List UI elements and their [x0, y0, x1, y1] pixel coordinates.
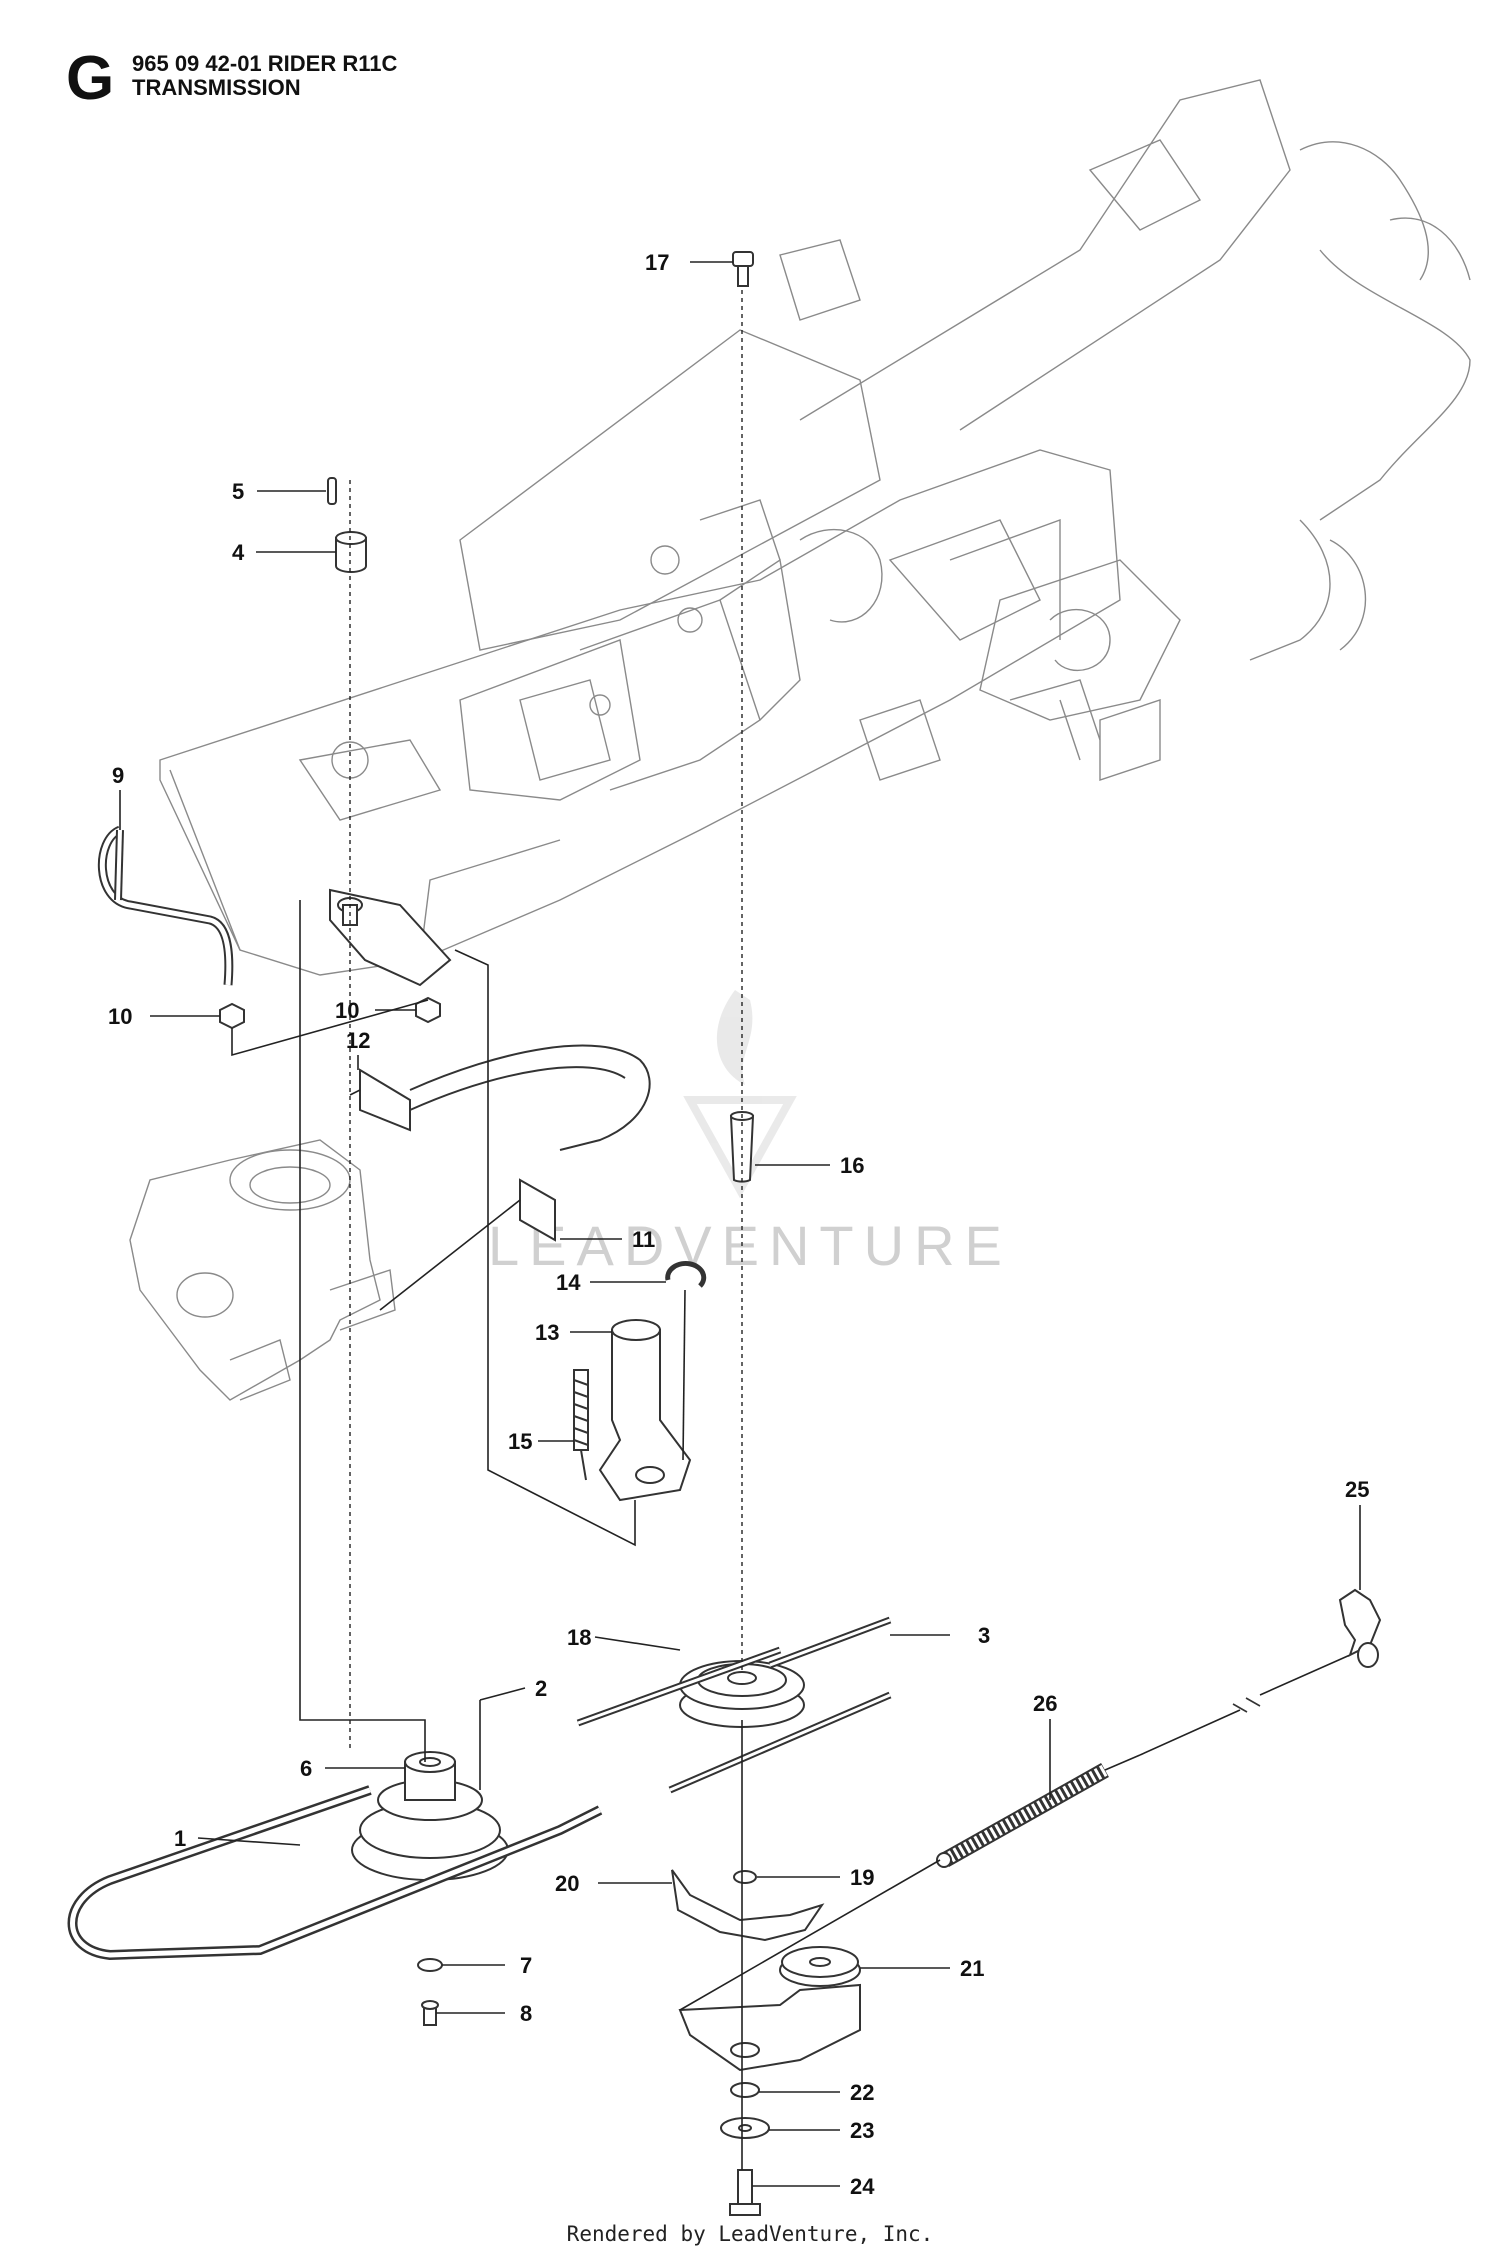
callout-26: 26	[1033, 1691, 1057, 1716]
link-line-11	[379, 1199, 521, 1311]
callout-1: 1	[174, 1826, 186, 1851]
link-line-10	[231, 999, 429, 1057]
part-25-cable-end	[1139, 1588, 1382, 1756]
part-7-washer	[417, 1958, 443, 1972]
callout-19: 19	[850, 1865, 874, 1890]
callout-15: 15	[508, 1429, 532, 1454]
part-24-bolt	[729, 2169, 761, 2216]
callout-10-right: 10	[335, 998, 359, 1023]
part-5-pin	[327, 477, 337, 505]
part-12-belt-guide	[359, 1044, 651, 1151]
callout-24: 24	[850, 2174, 875, 2199]
part-18-pulley	[679, 1660, 805, 1728]
part-8-screw	[421, 2000, 439, 2026]
link-line-14	[682, 1289, 686, 1461]
diagram-header: 965 09 42-01 RIDER R11C TRANSMISSION	[132, 52, 397, 100]
assembly-outline	[299, 900, 426, 1762]
part-1-belt-loop	[67, 1785, 603, 1961]
callout-2: 2	[535, 1676, 547, 1701]
model-line: 965 09 42-01 RIDER R11C	[132, 51, 398, 76]
watermark-text: LEADVENTURE	[488, 1214, 1012, 1277]
callout-9: 9	[112, 763, 124, 788]
part-15-spring	[573, 1369, 589, 1481]
transmission-housing	[129, 1139, 396, 1401]
callout-16: 16	[840, 1153, 864, 1178]
callout-13: 13	[535, 1320, 559, 1345]
callout-20: 20	[555, 1871, 579, 1896]
part-4-bushing	[335, 531, 367, 573]
callout-5: 5	[232, 479, 244, 504]
part-3-belt	[668, 1616, 892, 1794]
part-23-spacer	[720, 2117, 770, 2139]
chassis-frame	[159, 79, 1471, 976]
callout-21: 21	[960, 1956, 984, 1981]
callout-7: 7	[520, 1953, 532, 1978]
part-10-nut-left	[219, 1002, 245, 1030]
callout-14: 14	[556, 1270, 581, 1295]
callout-4: 4	[232, 540, 245, 565]
part-17-bolt	[732, 251, 754, 287]
watermark-logo	[683, 990, 797, 1199]
callout-17: 17	[645, 250, 669, 275]
part-19-washer	[733, 1870, 757, 1884]
callout-leaders	[119, 261, 1361, 2187]
part-14-eclip	[665, 1261, 707, 1288]
part-10-nut-right	[415, 996, 441, 1024]
assembly-outline-right	[454, 949, 636, 1547]
callout-11: 11	[632, 1227, 655, 1252]
callout-3: 3	[978, 1623, 990, 1648]
callout-12: 12	[346, 1028, 370, 1053]
callout-22: 22	[850, 2080, 874, 2105]
part-2-belt	[576, 1646, 782, 1727]
callout-10-left: 10	[108, 1004, 132, 1029]
callout-25: 25	[1345, 1477, 1369, 1502]
part-26-spring	[936, 1754, 1141, 1868]
callout-18: 18	[567, 1625, 591, 1650]
part-20-bracket	[671, 1869, 825, 1942]
part-22-washer	[730, 2082, 760, 2098]
section-letter: G	[66, 44, 115, 113]
callout-6: 6	[300, 1756, 312, 1781]
part-21-idler-pulley	[678, 1946, 861, 2072]
link-line-21	[679, 1859, 941, 2011]
link-line-12	[349, 1089, 361, 1096]
callout-23: 23	[850, 2118, 874, 2143]
part-11-clip	[519, 1178, 556, 1242]
callout-8: 8	[520, 2001, 532, 2026]
part-9-rod	[97, 825, 234, 986]
assembly-title: TRANSMISSION	[132, 75, 301, 100]
footer-credit: Rendered by LeadVenture, Inc.	[566, 2222, 934, 2246]
part-13-idler-arm	[598, 1319, 692, 1502]
